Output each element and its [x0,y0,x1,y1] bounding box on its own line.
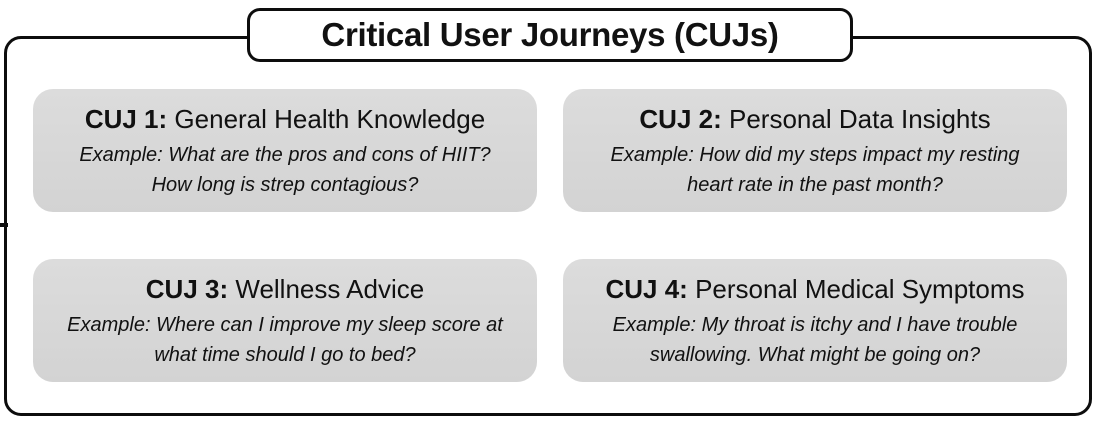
cuj-4-name: Personal Medical Symptoms [695,273,1025,304]
cuj-2-heading: CUJ 2: Personal Data Insights [639,102,990,136]
cuj-4-separator: : [679,273,688,304]
cuj-1-separator: : [158,103,168,134]
cuj-card-3: CUJ 3: Wellness Advice Example: Where ca… [33,259,537,382]
cuj-4-example-line-2: swallowing. What might be going on? [649,343,981,366]
cuj-2-number: CUJ 2 [639,103,714,134]
cuj-1-example-line-1: Example: What are the pros and cons of H… [79,143,491,166]
cuj-3-example: Example: Where can I improve my sleep sc… [67,310,503,370]
diagram-title: Critical User Journeys (CUJs) [321,16,779,53]
cuj-card-4: CUJ 4: Personal Medical Symptoms Example… [563,259,1067,382]
cuj-1-example-line-2: How long is strep contagious? [151,173,419,196]
cuj-2-name: Personal Data Insights [729,103,991,134]
cuj-4-heading: CUJ 4: Personal Medical Symptoms [605,272,1024,306]
cuj-1-number: CUJ 1 [84,103,159,134]
left-connector-stub [0,223,8,227]
cuj-3-separator: : [219,273,229,304]
cuj-3-example-line-1: Example: Where can I improve my sleep sc… [67,313,503,336]
cuj-2-separator: : [713,103,722,134]
cuj-1-name: General Health Knowledge [174,103,486,134]
cuj-1-example: Example: What are the pros and cons of H… [79,140,490,200]
cuj-2-example-line-1: Example: How did my steps impact my rest… [610,143,1020,166]
cuj-4-number: CUJ 4 [605,273,680,304]
diagram-title-box: Critical User Journeys (CUJs) [247,8,853,62]
cuj-3-heading: CUJ 3: Wellness Advice [146,272,424,306]
cuj-2-example-line-2: heart rate in the past month? [687,173,943,196]
cuj-4-example: Example: My throat is itchy and I have t… [613,310,1018,370]
cuj-3-example-line-2: what time should I go to bed? [154,343,416,366]
cuj-card-1: CUJ 1: General Health Knowledge Example:… [33,89,537,212]
cuj-2-example: Example: How did my steps impact my rest… [610,140,1019,200]
cuj-4-example-line-1: Example: My throat is itchy and I have t… [612,313,1018,336]
cuj-3-number: CUJ 3 [145,273,220,304]
cuj-card-2: CUJ 2: Personal Data Insights Example: H… [563,89,1067,212]
cuj-1-heading: CUJ 1: General Health Knowledge [85,102,485,136]
cuj-3-name: Wellness Advice [235,273,425,304]
